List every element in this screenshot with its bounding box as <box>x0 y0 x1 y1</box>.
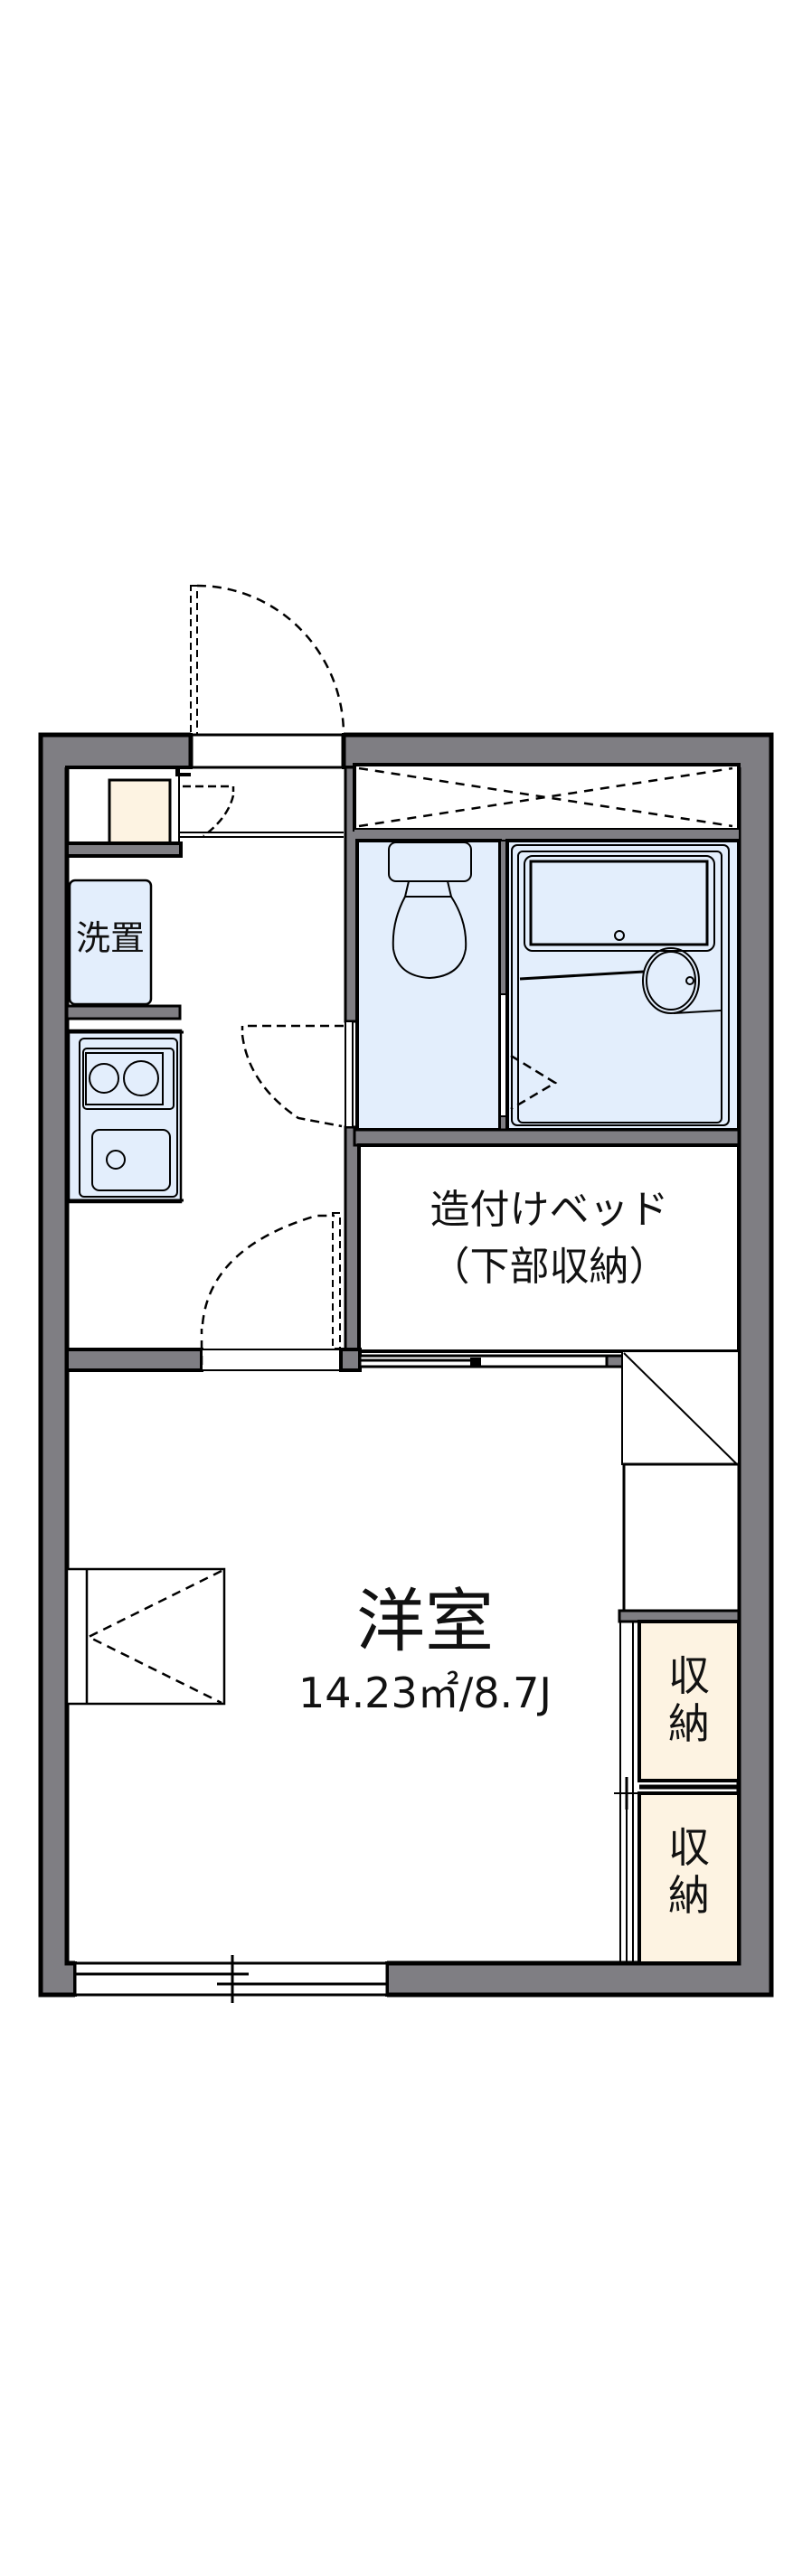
loft-opening <box>353 763 741 841</box>
outer-walls <box>38 732 774 1998</box>
storage-upper-char1: 収 <box>668 1651 710 1700</box>
washbasin-icon <box>519 947 722 1014</box>
shoe-box-nook <box>65 766 191 858</box>
bathtub-icon <box>524 855 715 952</box>
stove-icon <box>82 1048 175 1110</box>
partition-wall <box>65 1004 182 1020</box>
storage-upper-char2: 納 <box>668 1698 710 1748</box>
sink-icon <box>91 1129 171 1191</box>
storage-lower-char2: 納 <box>668 1870 710 1920</box>
storage-lower-char1: 収 <box>668 1823 710 1872</box>
entrance-door[interactable] <box>188 584 346 769</box>
storage-upper-label: 収 納 <box>662 1652 716 1748</box>
toilet-door[interactable] <box>241 1024 344 1128</box>
room-door[interactable] <box>200 1212 341 1365</box>
built-in-bed <box>357 1143 741 1353</box>
shoe-box <box>108 778 172 845</box>
washing-machine-space <box>68 879 153 1006</box>
air-conditioner-outline <box>65 1567 226 1706</box>
kitchen <box>67 1029 184 1204</box>
closet-upper <box>621 1350 741 1612</box>
unit-bath <box>505 839 741 1132</box>
closet-storage <box>614 1609 741 1965</box>
toilet-room <box>355 839 508 1132</box>
storage-lower-label: 収 納 <box>662 1824 716 1920</box>
bath-door[interactable] <box>510 1054 558 1111</box>
western-room-area: 14.23㎡/8.7J <box>298 1669 552 1717</box>
toilet-icon <box>388 841 472 980</box>
western-room-label: 洋室 <box>356 1581 494 1661</box>
entrance-step <box>178 767 344 845</box>
built-in-bed-label: 造付けベッド <box>430 1187 669 1233</box>
balcony-window[interactable] <box>73 1955 389 2003</box>
built-in-bed-sublabel: （下部収納） <box>430 1244 669 1290</box>
washer-label: 洗置 <box>75 918 145 958</box>
